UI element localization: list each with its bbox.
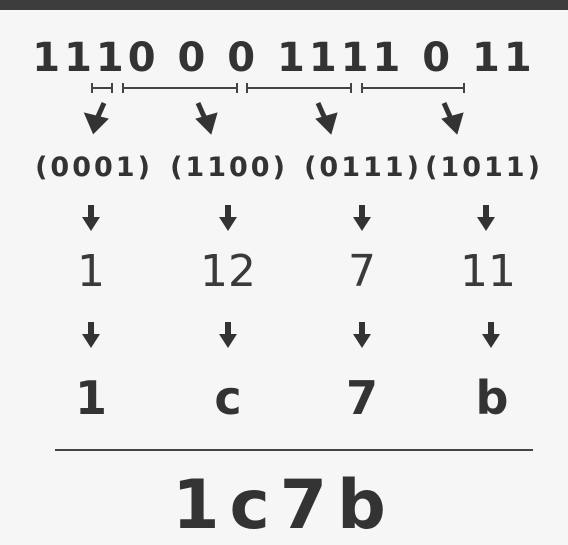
hex-digit-3: 7 (345, 371, 378, 425)
down-arrow-icon (477, 205, 495, 231)
nibble-group-4: (1011) (425, 152, 543, 183)
hex-result: 1c7b (172, 466, 396, 545)
arrow-icon (315, 101, 338, 135)
down-arrow-icon (219, 322, 237, 348)
result-divider (55, 449, 533, 451)
arrow-icon (441, 101, 464, 135)
decimal-value-1: 1 (77, 246, 105, 297)
arrow-icon (83, 101, 109, 135)
arrow-icon (195, 101, 218, 135)
hex-digit-1: 1 (74, 371, 107, 425)
binary-input: 1110 0 0 1111 0 11 (32, 35, 536, 81)
decimal-value-3: 7 (348, 246, 376, 297)
down-arrow-icon (353, 322, 371, 348)
nibble-group-1: (0001) (35, 152, 153, 183)
down-arrow-icon (82, 322, 100, 348)
hex-digit-2: c (214, 371, 242, 425)
group-bracket-4 (361, 83, 465, 93)
nibble-group-3: (0111) (304, 152, 422, 183)
group-bracket-2 (122, 83, 238, 93)
down-arrow-icon (82, 205, 100, 231)
down-arrow-icon (353, 205, 371, 231)
nibble-group-2: (1100) (170, 152, 288, 183)
hex-digit-4: b (475, 371, 509, 425)
down-arrow-icon (219, 205, 237, 231)
decimal-value-4: 11 (460, 246, 516, 297)
group-bracket-3 (246, 83, 352, 93)
down-arrow-icon (482, 322, 500, 348)
top-bar (0, 0, 568, 10)
group-bracket-1 (91, 83, 113, 93)
decimal-value-2: 12 (200, 246, 256, 297)
